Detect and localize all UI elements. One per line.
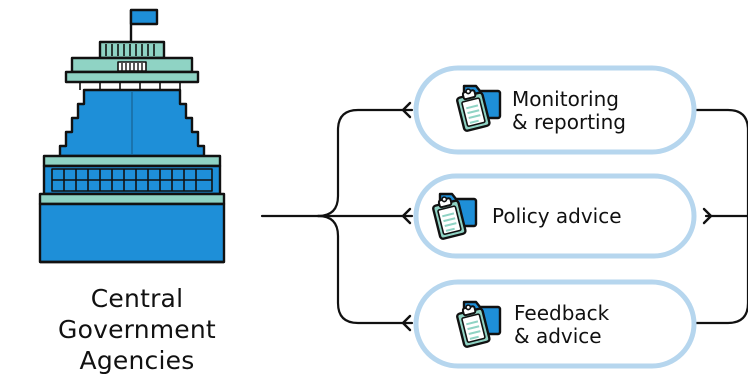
- channel-label-line: & advice: [514, 324, 602, 348]
- channel-label-policy: Policy advice: [492, 205, 622, 228]
- channel-label-line: Policy advice: [492, 204, 622, 228]
- channel-label-line: & reporting: [512, 110, 626, 134]
- connector-lines: [260, 108, 748, 325]
- arrow-left-icon: [401, 207, 412, 225]
- branch-line-top: [316, 108, 414, 218]
- channel-label-line: Feedback: [514, 301, 610, 325]
- channel-label-monitoring: Monitoring & reporting: [512, 88, 626, 134]
- arrow-right-icon: [702, 207, 713, 225]
- parliament-building-icon: [38, 8, 226, 264]
- agency-name-line-2: Government: [58, 315, 216, 344]
- agency-name-line-1: Central: [90, 284, 184, 313]
- arrow-left-icon: [401, 314, 412, 332]
- pill-outlines: [413, 65, 697, 369]
- arrow-left-icon: [401, 101, 412, 119]
- channel-label-line: Monitoring: [512, 87, 619, 111]
- pill-monitoring: [413, 65, 697, 155]
- pill-feedback: [413, 279, 697, 369]
- arrowheads: [401, 101, 713, 332]
- return-line: [692, 108, 748, 325]
- agency-name-line-3: Agencies: [79, 346, 195, 375]
- channel-label-feedback: Feedback & advice: [514, 302, 609, 348]
- branch-line-bottom: [316, 214, 414, 325]
- agency-name: Central Government Agencies: [14, 283, 260, 376]
- pill-policy: [413, 173, 697, 259]
